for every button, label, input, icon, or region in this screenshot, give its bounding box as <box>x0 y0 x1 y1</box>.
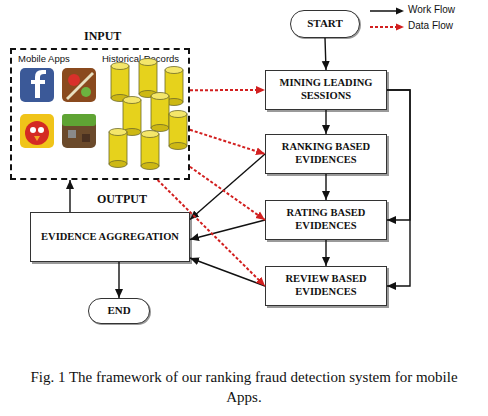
process-box: RANKING BASED EVIDENCES <box>265 134 387 174</box>
process-box: REVIEW BASED EVIDENCES <box>265 266 387 306</box>
database-cylinders <box>109 59 187 170</box>
node-label: EVIDENCE AGGREGATION <box>41 231 179 244</box>
legend-text: Work Flow <box>408 4 455 15</box>
work-flow-arrow <box>69 180 70 212</box>
legend-text: Data Flow <box>408 20 453 31</box>
data-flow-arrow <box>190 89 265 91</box>
input-group: INPUTMobile AppsHistorical Records <box>10 48 190 180</box>
data-flow-arrow <box>158 180 265 286</box>
node-label: END <box>107 304 130 317</box>
node-label: RANKING BASED EVIDENCES <box>272 141 380 166</box>
figure-caption: Fig. 1 The framework of our ranking frau… <box>20 368 468 407</box>
data-flow-arrow <box>190 130 265 154</box>
process-box: RATING BASED EVIDENCES <box>265 200 387 240</box>
work-flow-arrow <box>387 90 410 220</box>
output-box: OUTPUTEVIDENCE AGGREGATION <box>30 212 190 262</box>
work-flow-arrow <box>325 240 326 266</box>
legend-samples <box>370 8 404 31</box>
group-sublabel: Historical Records <box>102 53 179 64</box>
node-label: MINING LEADING SESSIONS <box>272 77 380 102</box>
group-heading: INPUT <box>84 29 121 44</box>
group-heading: OUTPUT <box>97 192 147 207</box>
node-label: REVIEW BASED EVIDENCES <box>272 273 380 298</box>
work-flow-arrow <box>190 220 265 240</box>
work-flow-arrow <box>325 38 326 70</box>
process-box: MINING LEADING SESSIONS <box>265 70 387 110</box>
data-flow-arrow <box>190 167 265 220</box>
work-flow-arrow <box>190 154 265 220</box>
work-flow-arrow <box>190 258 265 286</box>
node-label: RATING BASED EVIDENCES <box>272 207 380 232</box>
node-label: START <box>307 17 342 30</box>
work-flow-arrow <box>325 110 326 134</box>
start-terminal: START <box>290 10 360 38</box>
app-icons <box>20 68 96 148</box>
work-flow-arrow <box>325 174 326 200</box>
work-flow-arrow <box>118 262 119 298</box>
end-terminal: END <box>88 298 150 324</box>
group-sublabel: Mobile Apps <box>18 53 70 64</box>
work-flow-arrow <box>387 90 410 286</box>
